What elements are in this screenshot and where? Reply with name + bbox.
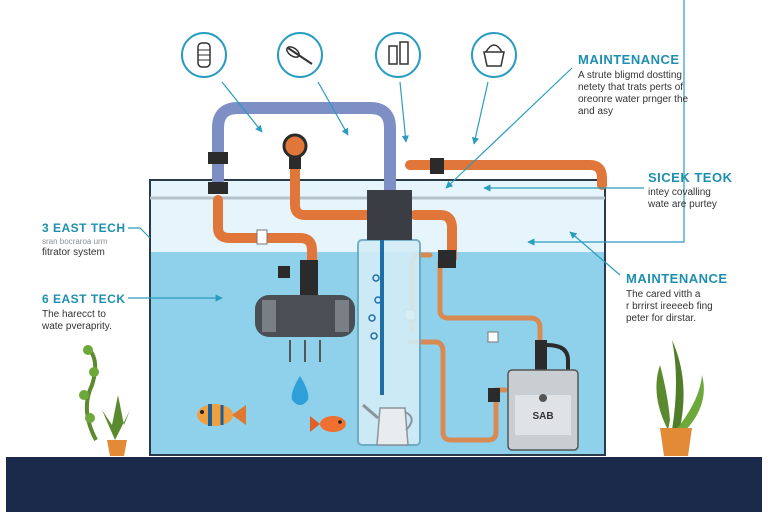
callout-top-right: MAINTENANCE A strute bligmd dostting net…: [578, 52, 763, 118]
return-pipe-blue: [212, 102, 396, 196]
callout-line: and asy: [578, 106, 614, 117]
callout-line: The cared vitth a: [626, 289, 701, 300]
callout-faint-line: sran bocraroa urm: [42, 237, 108, 246]
canister-filter: [488, 340, 579, 451]
cleaning-brush-icon: [277, 32, 323, 78]
callout-line: intey covalling: [648, 187, 711, 198]
striped-fish: [197, 404, 246, 426]
footer-bar: [6, 457, 762, 512]
right-plant: [656, 340, 704, 456]
callout-line: A strute bligmd dostting: [578, 70, 682, 81]
callout-title: 3 EAST TECH: [42, 221, 126, 235]
filter-cartridge-icon: [181, 32, 227, 78]
filter-column: [357, 190, 421, 446]
test-kit-icon: [375, 32, 421, 78]
callout-right-mid: SICEK TEOK intey covalling wate are purt…: [648, 170, 763, 211]
callout-title: 6 EAST TECK: [42, 292, 126, 306]
callout-right-low: MAINTENANCE The cared vitth a r brrirst …: [626, 271, 764, 325]
callout-line: r brrirst ireeeeb fing: [626, 301, 713, 312]
callout-line: The harecct to: [42, 309, 106, 320]
pressure-gauge: [282, 133, 308, 169]
callout-line: wate are purtey: [648, 199, 717, 210]
orange-fish: [310, 416, 346, 432]
callout-title: MAINTENANCE: [626, 271, 728, 286]
callout-line: wate pveraprity.: [42, 321, 112, 332]
callout-line: peter for dirstar.: [626, 313, 697, 324]
watering-can: [362, 403, 413, 446]
left-plant: [79, 345, 130, 456]
bucket-icon: [471, 32, 517, 78]
callout-line: netety that trats perts of: [578, 82, 684, 93]
callout-left-top: 3 EAST TECH sran bocraroa urm fitrator s…: [42, 221, 152, 259]
callout-left-low: 6 EAST TECK The harecct to wate pverapri…: [42, 292, 152, 333]
callout-line: oreonre water prnger the: [578, 94, 689, 105]
callout-line: fitrator system: [42, 247, 105, 258]
callout-title: SICEK TEOK: [648, 170, 733, 185]
leader-arrows: [128, 0, 685, 302]
water-drop-icon: [291, 376, 309, 405]
canister-label: SAB: [532, 411, 554, 422]
callout-title: MAINTENANCE: [578, 52, 680, 67]
submersible-pump: [255, 260, 355, 362]
